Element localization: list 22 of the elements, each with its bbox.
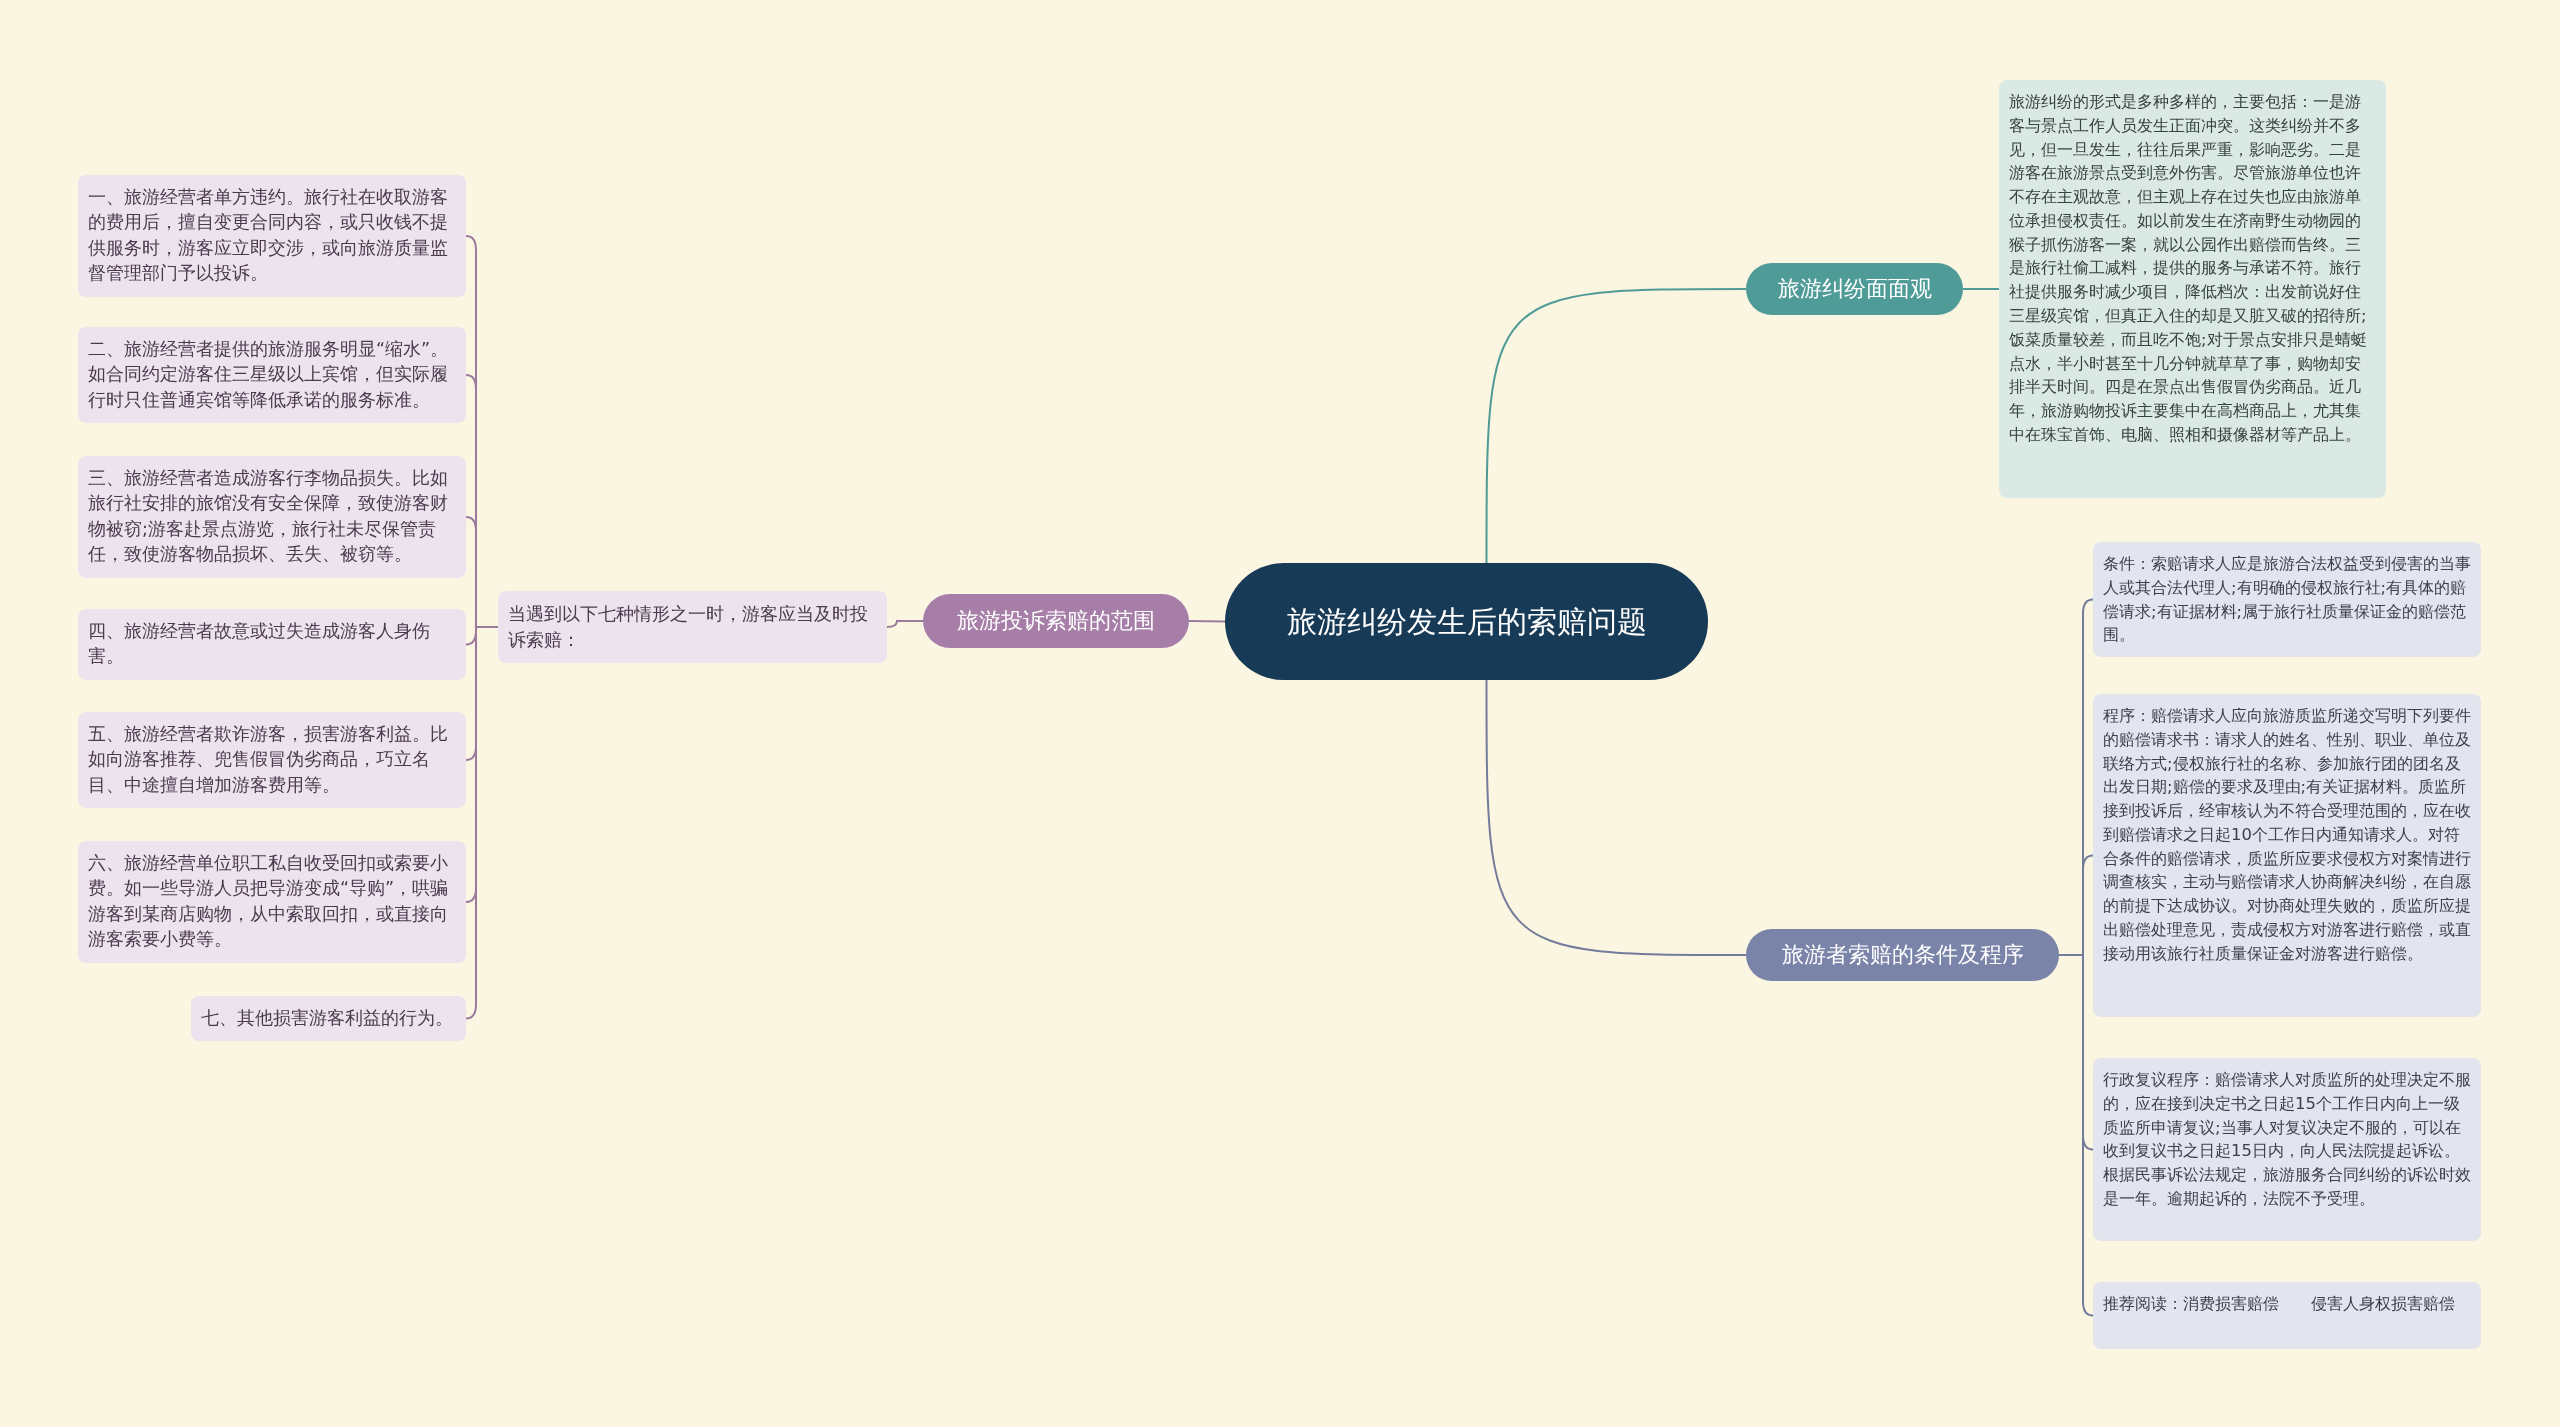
connector-line [886, 620, 924, 628]
note-card: 七、其他损害游客利益的行为。 [191, 996, 466, 1042]
branch-topic: 旅游投诉索赔的范围 [923, 594, 1189, 648]
note-card: 五、旅游经营者欺诈游客，损害游客利益。比如向游客推荐、兜售假冒伪劣商品，巧立名目、中途擅自增加游客费用等。 [78, 712, 466, 809]
note-card: 程序：赔偿请求人应向旅游质监所递交写明下列要件的赔偿请求书：请求人的姓名、性别、职业、单位及联络方式;侵权旅行社的名称、参加旅行团的团名及出发日期;赔偿的要求及理由;有关证据材料。质监所接到投诉后，经审核认为不符合受理范围的，应在收到赔偿请求之日起10个工作日内通知请求人。对符合条件的赔偿请求，质监所应要求侵权方对案情进行调查核实，主动与赔偿请求人协商解决纠纷，在自愿的前提下达成协议。对协商处理失败的，质监所应提出赔偿处理意见，责成侵权方对游客进行赔偿，或直接动用该旅行社质量保证金对游客进行赔偿。 [2093, 694, 2481, 1017]
note-card: 行政复议程序：赔偿请求人对质监所的处理决定不服的，应在接到决定书之日起15个工作日内向上一级质监所申请复议;当事人对复议决定不服的，可以在收到复议书之日起15日内，向人民法院提起诉讼。根据民事诉讼法规定，旅游服务合同纠纷的诉讼时效是一年。逾期起诉的，法院不予受理。 [2093, 1058, 2481, 1241]
note-card: 四、旅游经营者故意或过失造成游客人身伤害。 [78, 609, 466, 680]
connector-line [1485, 288, 1747, 564]
note-card: 推荐阅读：消费损害赔偿 侵害人身权损害赔偿 [2093, 1282, 2481, 1349]
connector-line [1962, 288, 2000, 290]
note-card: 六、旅游经营单位职工私自收受回扣或索要小费。如一些导游人员把导游变成“导购”，哄骗游客到某商店购物，从中索取回扣，或直接向游客索要小费等。 [78, 841, 466, 963]
branch-topic: 旅游纠纷面面观 [1746, 263, 1963, 315]
note-card: 当遇到以下七种情形之一时，游客应当及时投诉索赔： [498, 591, 887, 664]
branch-topic: 旅游者索赔的条件及程序 [1746, 929, 2059, 981]
connector-line [1188, 620, 1226, 623]
central-topic: 旅游纠纷发生后的索赔问题 [1225, 563, 1708, 680]
note-card: 一、旅游经营者单方违约。旅行社在收取游客的费用后，擅自变更合同内容，或只收钱不提供服务时，游客应立即交涉，或向旅游质量监督管理部门予以投诉。 [78, 175, 466, 297]
note-card: 旅游纠纷的形式是多种多样的，主要包括：一是游客与景点工作人员发生正面冲突。这类纠纷并不多见，但一旦发生，往往后果严重，影响恶劣。二是游客在旅游景点受到意外伤害。尽管旅游单位也许不存在主观故意，但主观上存在过失也应由旅游单位承担侵权责任。如以前发生在济南野生动物园的猴子抓伤游客一案，就以公园作出赔偿而告终。三是旅行社偷工减料，提供的服务与承诺不符。旅行社提供服务时减少项目，降低档次：出发前说好住三星级宾馆，但真正入住的却是又脏又破的招待所;饭菜质量较差，而且吃不饱;对于景点安排只是蜻蜓点水，半小时甚至十几分钟就草草了事，购物却安排半天时间。四是在景点出售假冒伪劣商品。近几年，旅游购物投诉主要集中在高档商品上，尤其集中在珠宝首饰、电脑、照相和摄像器材等产品上。 [1999, 80, 2386, 498]
connector-line [1485, 679, 1747, 956]
note-card: 条件：索赔请求人应是旅游合法权益受到侵害的当事人或其合法代理人;有明确的侵权旅行社;有具体的赔偿请求;有证据材料;属于旅行社质量保证金的赔偿范围。 [2093, 542, 2481, 658]
note-card: 三、旅游经营者造成游客行李物品损失。比如旅行社安排的旅馆没有安全保障，致使游客财物被窃;游客赴景点游览，旅行社未尽保管责任，致使游客物品损坏、丢失、被窃等。 [78, 456, 466, 578]
note-card: 二、旅游经营者提供的旅游服务明显“缩水”。如合同约定游客住三星级以上宾馆，但实际履行时只住普通宾馆等降低承诺的服务标准。 [78, 327, 466, 424]
